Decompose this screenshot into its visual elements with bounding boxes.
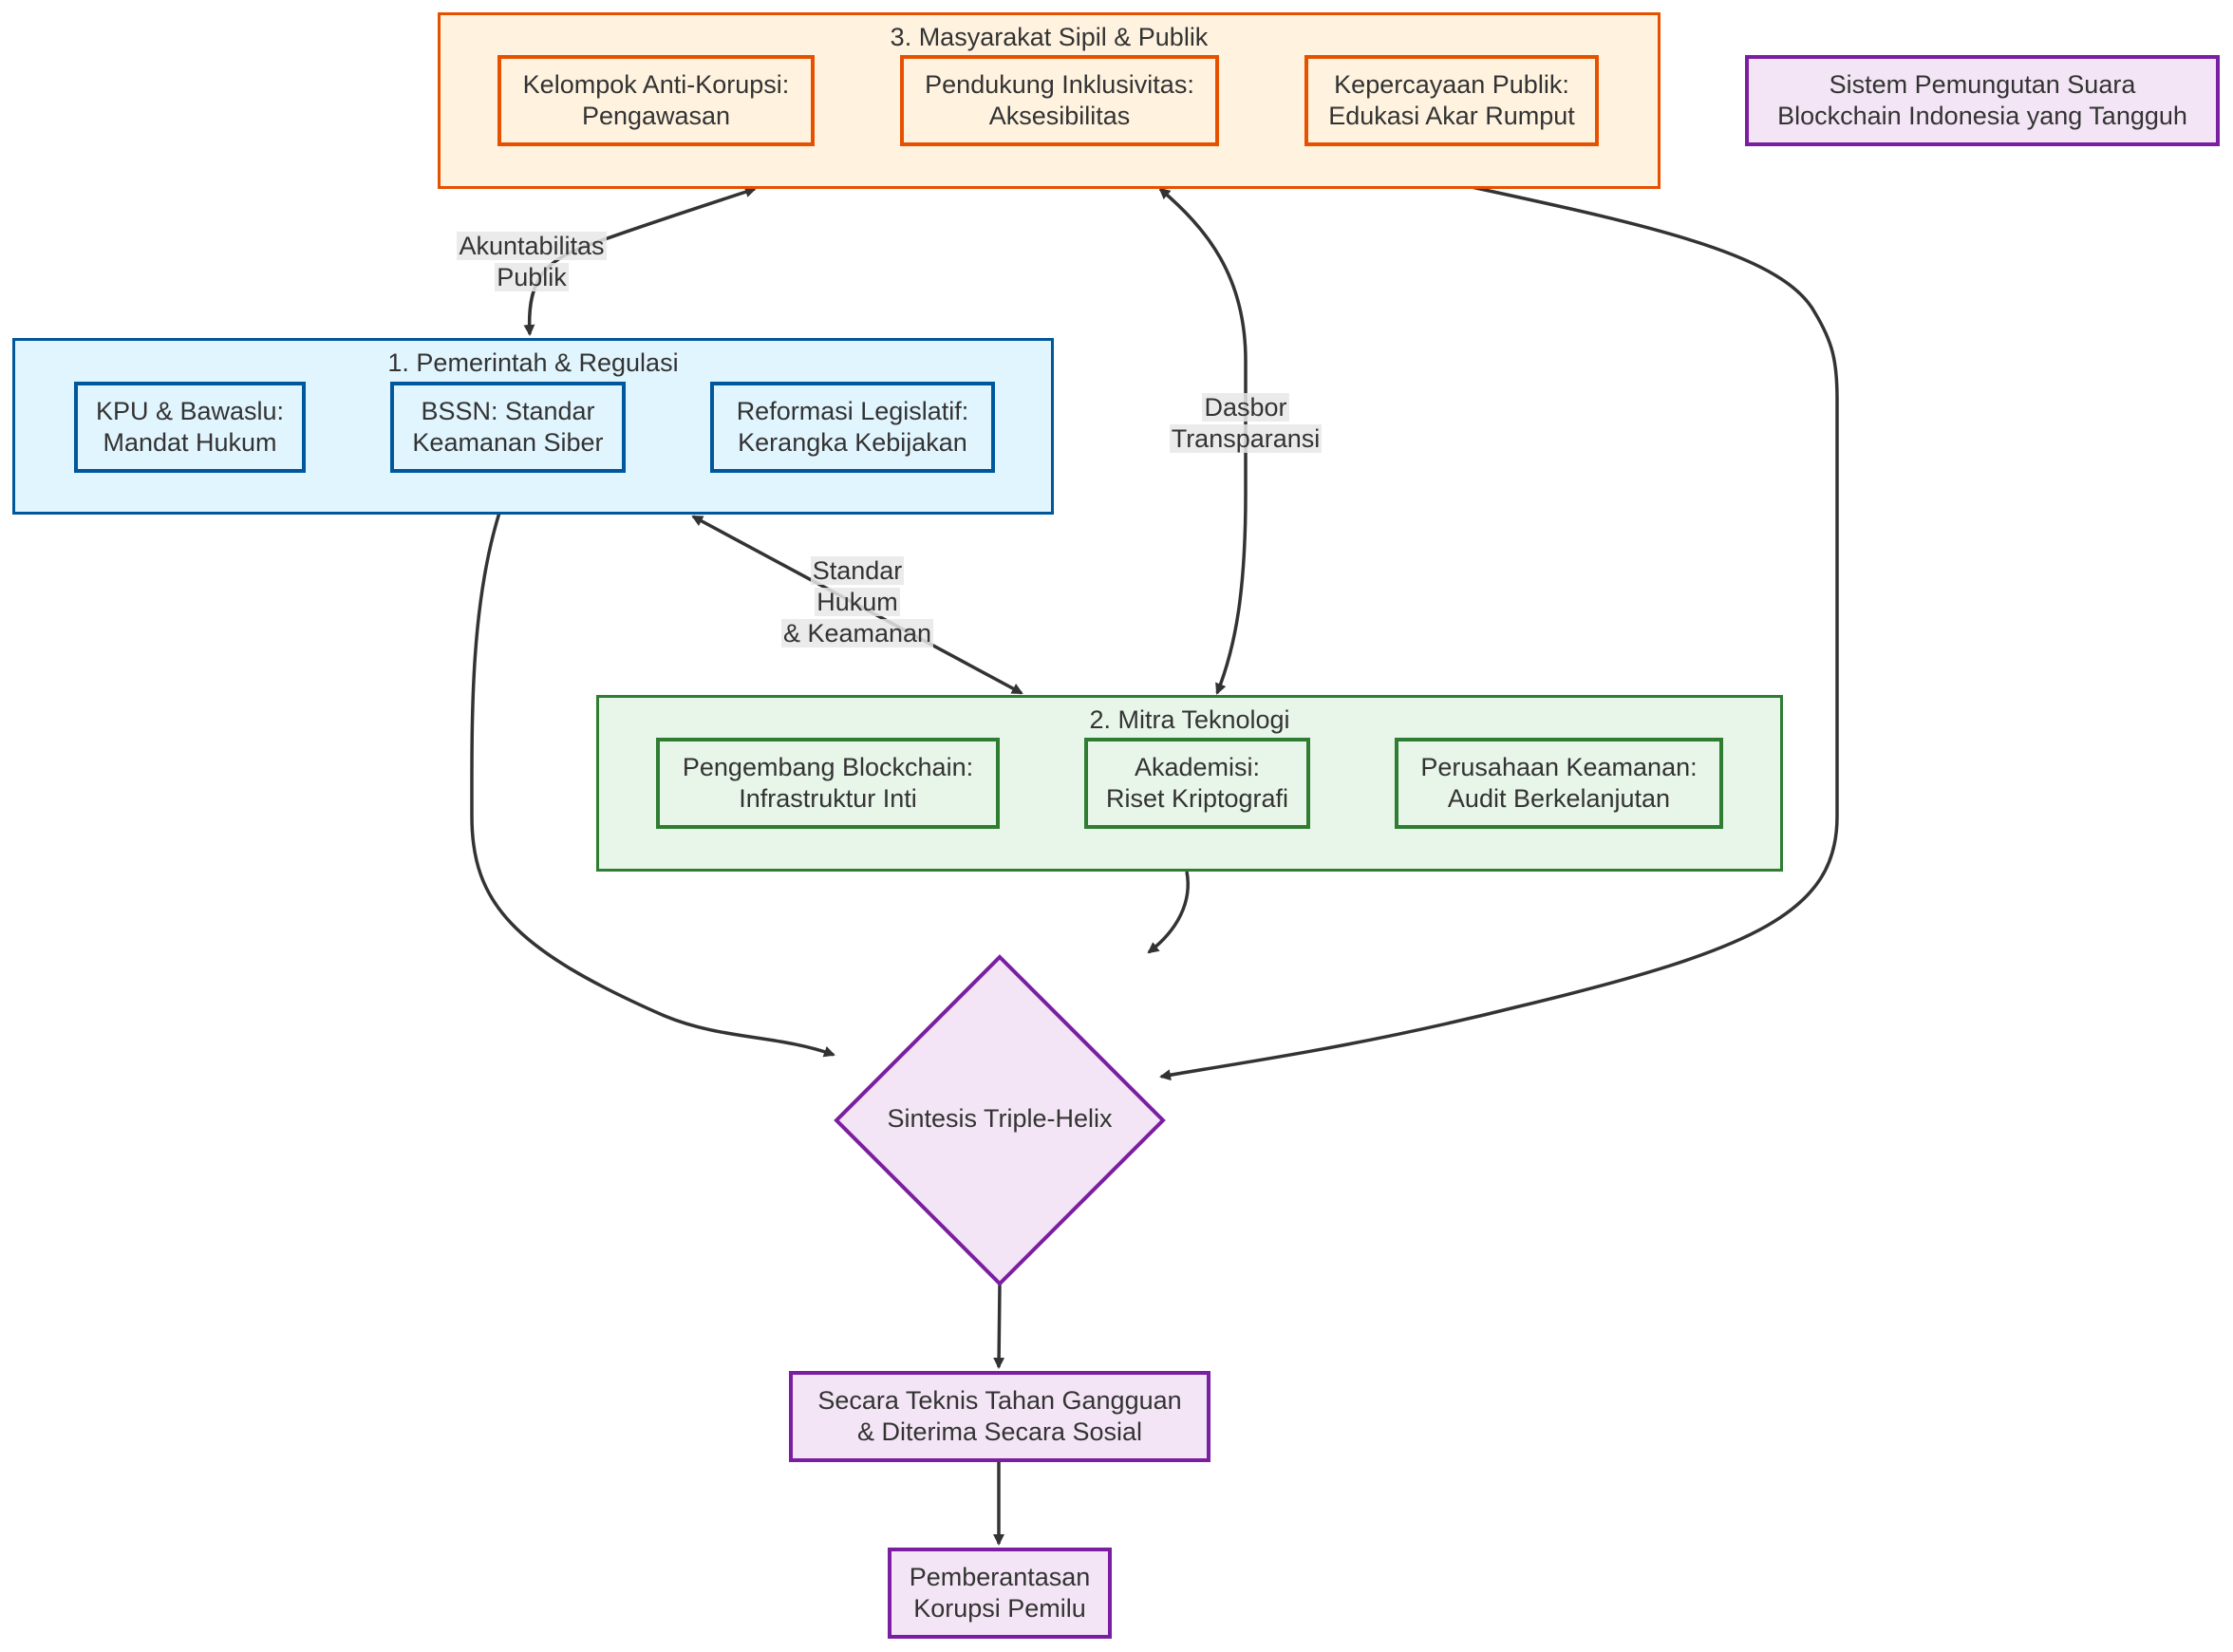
node-system-title[interactable]: Sistem Pemungutan Suara Blockchain Indon… <box>1745 55 2220 146</box>
node-public-trust[interactable]: Kepercayaan Publik: Edukasi Akar Rumput <box>1304 55 1599 146</box>
node-security-firms-line2: Audit Berkelanjutan <box>1447 784 1671 813</box>
node-security-firms[interactable]: Perusahaan Keamanan: Audit Berkelanjutan <box>1395 738 1723 829</box>
node-system-title-line1: Sistem Pemungutan Suara <box>1829 70 2136 99</box>
node-outcome-tamper-resistant-line2: & Diterima Secara Sosial <box>856 1417 1143 1446</box>
node-legislative-reform-line2: Kerangka Kebijakan <box>738 428 967 457</box>
edge-label-standards-line1: Standar <box>810 556 905 585</box>
node-kpu-bawaslu[interactable]: KPU & Bawaslu: Mandat Hukum <box>74 382 306 473</box>
node-anti-corruption-groups[interactable]: Kelompok Anti-Korupsi: Pengawasan <box>497 55 815 146</box>
node-outcome-anti-corruption-line2: Korupsi Pemilu <box>913 1594 1086 1623</box>
node-anti-corruption-groups-line2: Pengawasan <box>581 102 731 130</box>
edge-civil-synthesis <box>1159 185 1839 1081</box>
edge-label-transparency-line1: Dasbor <box>1202 393 1289 422</box>
edge-gov-synthesis <box>470 512 835 1058</box>
group-civil-society-title: 3. Masyarakat Sipil & Publik <box>890 23 1209 51</box>
node-academia[interactable]: Akademisi: Riset Kriptografi <box>1084 738 1310 829</box>
node-public-trust-line1: Kepercayaan Publik: <box>1334 70 1569 99</box>
synthesis-label: Sintesis Triple-Helix <box>887 1104 1113 1133</box>
node-outcome-anti-corruption-line1: Pemberantasan <box>909 1563 1091 1591</box>
node-system-title-line2: Blockchain Indonesia yang Tangguh <box>1777 102 2187 130</box>
edge-label-standards-line2: Hukum <box>815 588 900 616</box>
edge-label-transparency-line2: Transparansi <box>1169 424 1323 453</box>
node-outcome-anti-corruption[interactable]: Pemberantasan Korupsi Pemilu <box>888 1548 1112 1639</box>
edge-label-standards-line3: & Keamanan <box>780 619 934 648</box>
node-kpu-bawaslu-line1: KPU & Bawaslu: <box>95 397 285 425</box>
node-legislative-reform[interactable]: Reformasi Legislatif: Kerangka Kebijakan <box>710 382 995 473</box>
node-anti-corruption-groups-line1: Kelompok Anti-Korupsi: <box>522 70 790 99</box>
edge-label-standards: Standar Hukum & Keamanan <box>762 555 952 649</box>
node-legislative-reform-line1: Reformasi Legislatif: <box>736 397 969 425</box>
node-academia-line1: Akademisi: <box>1134 753 1261 781</box>
node-blockchain-developers-line2: Infrastruktur Inti <box>739 784 917 813</box>
node-outcome-tamper-resistant[interactable]: Secara Teknis Tahan Gangguan & Diterima … <box>789 1371 1210 1462</box>
node-inclusivity-advocates[interactable]: Pendukung Inklusivitas: Aksesibilitas <box>900 55 1219 146</box>
node-blockchain-developers[interactable]: Pengembang Blockchain: Infrastruktur Int… <box>656 738 1000 829</box>
edge-label-accountability-line1: Akuntabilitas <box>457 232 607 260</box>
node-synthesis-diamond[interactable] <box>834 954 1166 1286</box>
node-outcome-tamper-resistant-line1: Secara Teknis Tahan Gangguan <box>817 1386 1182 1415</box>
node-bssn-line1: BSSN: Standar <box>421 397 595 425</box>
node-public-trust-line2: Edukasi Akar Rumput <box>1328 102 1575 130</box>
node-kpu-bawaslu-line2: Mandat Hukum <box>103 428 277 457</box>
node-inclusivity-advocates-line2: Aksesibilitas <box>988 102 1131 130</box>
node-bssn-line2: Keamanan Siber <box>412 428 604 457</box>
edge-synthesis-outcome1 <box>993 1283 1005 1369</box>
node-academia-line2: Riset Kriptografi <box>1105 784 1289 813</box>
edge-label-transparency: Dasbor Transparansi <box>1151 392 1341 455</box>
group-government-title: 1. Pemerintah & Regulasi <box>387 348 679 377</box>
edge-label-accountability: Akuntabilitas Publik <box>437 231 627 293</box>
node-bssn[interactable]: BSSN: Standar Keamanan Siber <box>390 382 626 473</box>
node-security-firms-line1: Perusahaan Keamanan: <box>1420 753 1698 781</box>
synthesis-diamond-shape <box>834 954 1166 1286</box>
group-technology-title: 2. Mitra Teknologi <box>1089 705 1290 734</box>
edge-tech-synthesis <box>1147 871 1190 954</box>
node-inclusivity-advocates-line1: Pendukung Inklusivitas: <box>925 70 1194 99</box>
edge-label-accountability-line2: Publik <box>495 263 569 291</box>
node-blockchain-developers-line1: Pengembang Blockchain: <box>682 753 974 781</box>
